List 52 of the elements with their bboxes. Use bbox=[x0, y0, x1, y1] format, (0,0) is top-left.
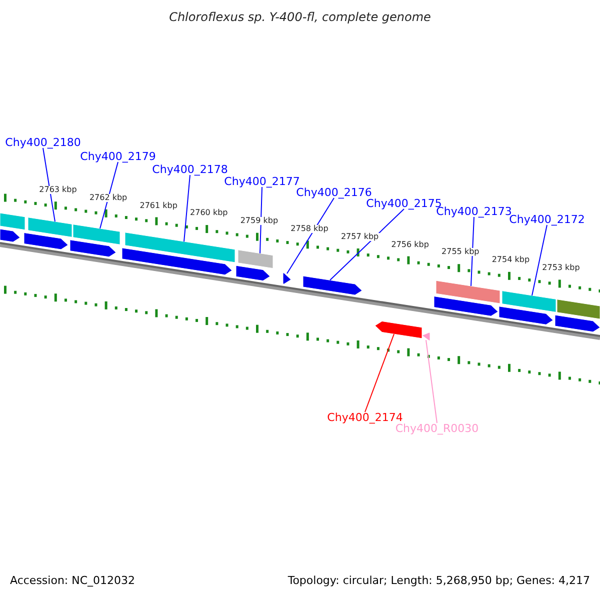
leader-line bbox=[42, 148, 56, 222]
leader-line bbox=[470, 216, 474, 286]
gene-label: Chy400_R0030 bbox=[395, 423, 479, 434]
gene-bar bbox=[436, 280, 500, 304]
scale-label: 2755 kbp bbox=[440, 248, 480, 256]
gene-label: Chy400_2179 bbox=[80, 151, 156, 162]
gene-block bbox=[498, 306, 554, 325]
gene-bar bbox=[556, 299, 600, 320]
gene-label: Chy400_2172 bbox=[509, 214, 585, 225]
gene-block bbox=[282, 272, 292, 284]
gene-label: Chy400_2177 bbox=[224, 176, 300, 187]
map-title: Chloroflexus sp. Y-400-fl, complete genome bbox=[169, 11, 431, 23]
leader-line bbox=[184, 174, 190, 242]
gene-label: Chy400_2176 bbox=[296, 187, 372, 198]
gene-block bbox=[434, 296, 498, 316]
genome-info-text: Topology: circular; Length: 5,268,950 bp; Genes: 4,217 bbox=[288, 575, 590, 586]
scale-label: 2759 kbp bbox=[239, 217, 280, 226]
gene-block bbox=[302, 276, 362, 296]
scale-label: 2763 kbp bbox=[38, 186, 78, 194]
gene-label: Chy400_2178 bbox=[152, 164, 228, 175]
scale-label: 2758 kbp bbox=[290, 224, 330, 233]
gene-label: Chy400_2175 bbox=[366, 198, 442, 209]
scale-label: 2756 kbp bbox=[390, 240, 430, 249]
leader-line bbox=[364, 334, 394, 412]
scale-label: 2762 kbp bbox=[88, 194, 128, 202]
gene-block bbox=[0, 228, 20, 242]
accession-text: Accession: NC_012032 bbox=[10, 575, 136, 586]
leader-line bbox=[330, 208, 404, 281]
gene-block bbox=[70, 240, 116, 258]
gene-bar bbox=[72, 224, 120, 245]
gene-block bbox=[122, 248, 232, 276]
leader-line bbox=[286, 198, 334, 274]
scale-label: 2753 kbp bbox=[541, 264, 581, 272]
gene-label: Chy400_2180 bbox=[5, 137, 81, 148]
gene-block bbox=[374, 320, 422, 339]
gene-bar bbox=[28, 217, 72, 238]
gene-block bbox=[24, 232, 68, 250]
leader-line bbox=[260, 186, 262, 254]
scale-label: 2760 kbp bbox=[189, 209, 229, 218]
scale-label: 2761 kbp bbox=[138, 202, 178, 210]
scale-label: 2757 kbp bbox=[340, 232, 380, 241]
scale-label: 2754 kbp bbox=[490, 256, 531, 264]
gene-bar bbox=[502, 290, 556, 312]
gene-block bbox=[236, 265, 270, 282]
leader-line bbox=[100, 162, 118, 229]
gene-block bbox=[422, 332, 430, 341]
gene-label: Chy400_2174 bbox=[327, 412, 403, 423]
gene-bar bbox=[0, 212, 26, 230]
leader-line bbox=[426, 340, 438, 424]
gene-block bbox=[554, 314, 600, 332]
gene-bar bbox=[124, 232, 236, 263]
gene-bar bbox=[238, 250, 274, 269]
